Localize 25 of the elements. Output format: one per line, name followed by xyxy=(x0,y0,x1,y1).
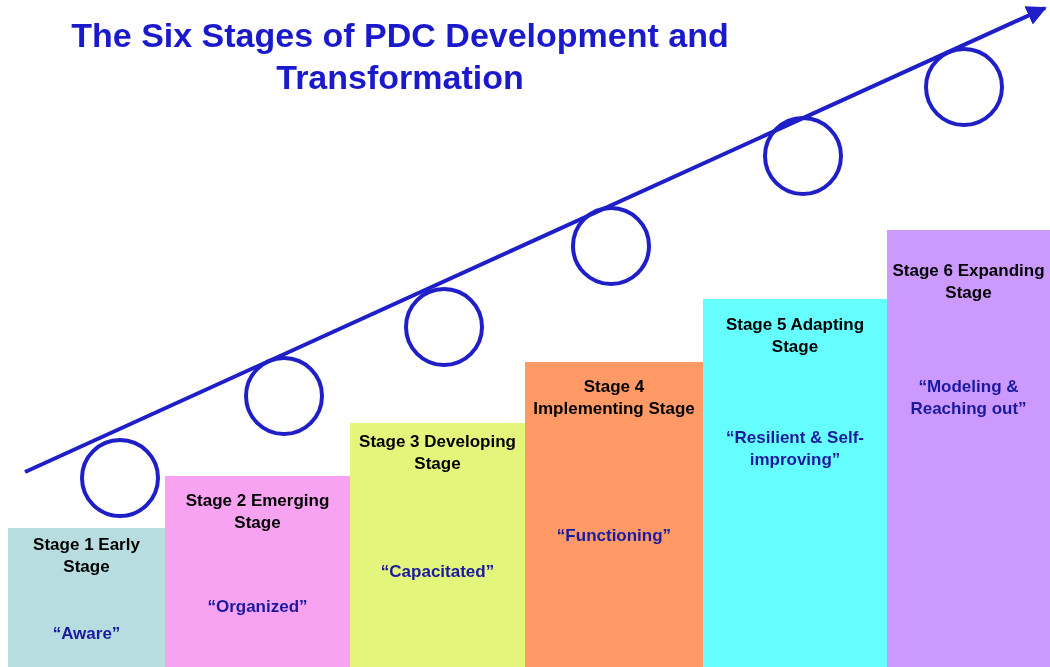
stage-heading: Stage 4 Implementing Stage xyxy=(532,376,696,420)
stage-circle xyxy=(79,437,161,519)
stage-heading: Stage 6 Expanding Stage xyxy=(891,260,1046,304)
stage-circle xyxy=(762,115,844,197)
stage-heading: Stage 5 Adapting Stage xyxy=(724,314,866,358)
stage-circle xyxy=(570,205,652,287)
stage-bar xyxy=(8,528,165,667)
stage-quote: “Resilient & Self-improving” xyxy=(725,427,865,471)
stage-bar xyxy=(703,299,887,667)
stage-heading: Stage 3 Developing Stage xyxy=(358,431,517,475)
stage-heading: Stage 2 Emerging Stage xyxy=(184,490,331,534)
stage-quote: “Capacitated” xyxy=(379,561,496,583)
stage-heading: Stage 1 Early Stage xyxy=(32,534,141,578)
stage-bar xyxy=(525,362,703,667)
title: The Six Stages of PDC Development and Transformation xyxy=(70,15,730,98)
stage-quote: “Functioning” xyxy=(555,525,673,547)
stage-quote: “Modeling & Reaching out” xyxy=(909,376,1028,420)
stage-circle xyxy=(923,46,1005,128)
stage-circle xyxy=(403,286,485,368)
stage-bar xyxy=(165,476,350,667)
stage-circle xyxy=(243,355,325,437)
stage-quote: “Aware” xyxy=(51,623,122,645)
stage-bar xyxy=(887,230,1050,667)
stage-bar xyxy=(350,423,525,667)
stage-quote: “Organized” xyxy=(206,596,309,618)
